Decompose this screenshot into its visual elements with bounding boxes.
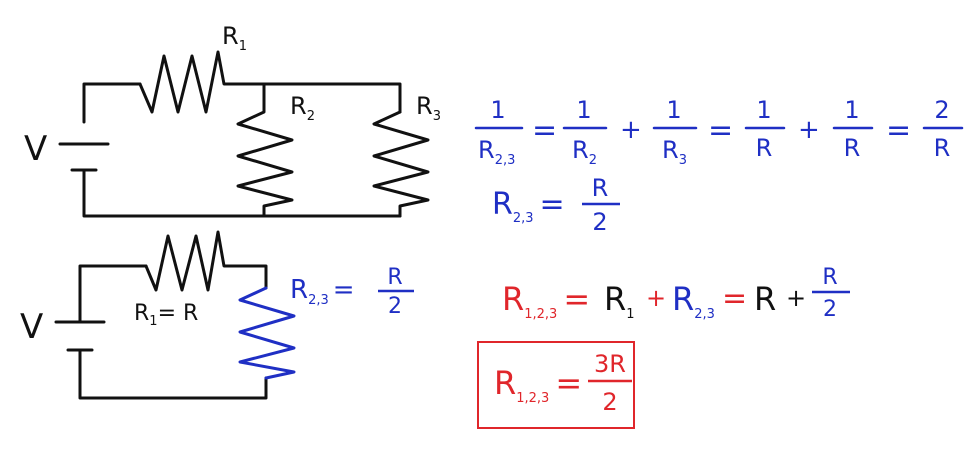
- r3-label: R3: [416, 92, 441, 124]
- wire-left-top-2: [78, 264, 148, 324]
- svg-text:2: 2: [934, 96, 949, 124]
- circuit-1: [58, 50, 430, 218]
- svg-text:R2,3: R2,3: [672, 280, 715, 322]
- equation-series: R1,2,3= R1 + R2,3 = R + R 2: [502, 265, 850, 322]
- svg-text:R: R: [934, 134, 951, 162]
- svg-text:2: 2: [823, 297, 837, 322]
- svg-text:1: 1: [576, 96, 591, 124]
- svg-text:=: =: [532, 113, 557, 148]
- r23-label-2: R2,3= R 2: [290, 265, 414, 319]
- svg-text:3R: 3R: [594, 350, 626, 378]
- resistor-r1-2: [144, 230, 268, 292]
- svg-text:=: =: [708, 113, 733, 148]
- svg-text:2: 2: [602, 388, 617, 416]
- svg-text:R2,3: R2,3: [478, 136, 515, 168]
- svg-text:R: R: [756, 134, 773, 162]
- result-box: [477, 341, 635, 429]
- wire-bottom-2: [78, 348, 268, 400]
- source-label-1: V: [24, 129, 47, 169]
- r1-label: R1: [222, 22, 247, 54]
- svg-text:+: +: [786, 284, 806, 312]
- resistor-r3: [372, 110, 430, 218]
- resistor-r23-2: [238, 286, 296, 380]
- svg-text:+: +: [798, 115, 820, 145]
- wire-bottom: [82, 168, 402, 218]
- svg-text:R1,2,3=: R1,2,3=: [494, 364, 582, 406]
- svg-text:R2,3=: R2,3=: [290, 275, 355, 308]
- svg-text:R: R: [844, 134, 861, 162]
- svg-text:=: =: [722, 281, 747, 316]
- svg-text:=: =: [886, 113, 911, 148]
- svg-text:1: 1: [666, 96, 681, 124]
- svg-text:1: 1: [844, 96, 859, 124]
- svg-text:R: R: [592, 174, 609, 202]
- svg-text:R1,2,3=: R1,2,3=: [502, 280, 590, 322]
- svg-text:R3: R3: [662, 136, 687, 168]
- svg-text:R2: R2: [572, 136, 597, 168]
- svg-text:1: 1: [756, 96, 771, 124]
- source-label-2: V: [20, 307, 43, 347]
- svg-text:R: R: [822, 265, 837, 290]
- svg-text:2: 2: [388, 294, 402, 319]
- r1-eq-label: R1= R: [134, 301, 198, 329]
- svg-text:2: 2: [592, 208, 607, 236]
- resistor-r1: [138, 50, 266, 114]
- circuit-2: [54, 230, 268, 400]
- svg-text:+: +: [646, 284, 666, 312]
- svg-text:+: +: [620, 115, 642, 145]
- equation-r23: R2,3= R 2: [492, 174, 620, 236]
- r2-label: R2: [290, 92, 315, 124]
- svg-text:1: 1: [490, 96, 505, 124]
- svg-text:R2,3=: R2,3=: [492, 187, 565, 226]
- svg-text:R: R: [754, 280, 776, 318]
- svg-text:R: R: [387, 265, 402, 290]
- equation-parallel: 1 R2,3 = 1 R2 + 1 R3 = 1 R + 1 R = 2 R: [474, 96, 964, 168]
- wire-top: [262, 82, 402, 114]
- svg-text:R1: R1: [604, 280, 635, 322]
- result-equation: R1,2,3= 3R 2: [494, 350, 632, 416]
- wire-left-top: [82, 82, 142, 124]
- resistor-r2: [236, 82, 294, 218]
